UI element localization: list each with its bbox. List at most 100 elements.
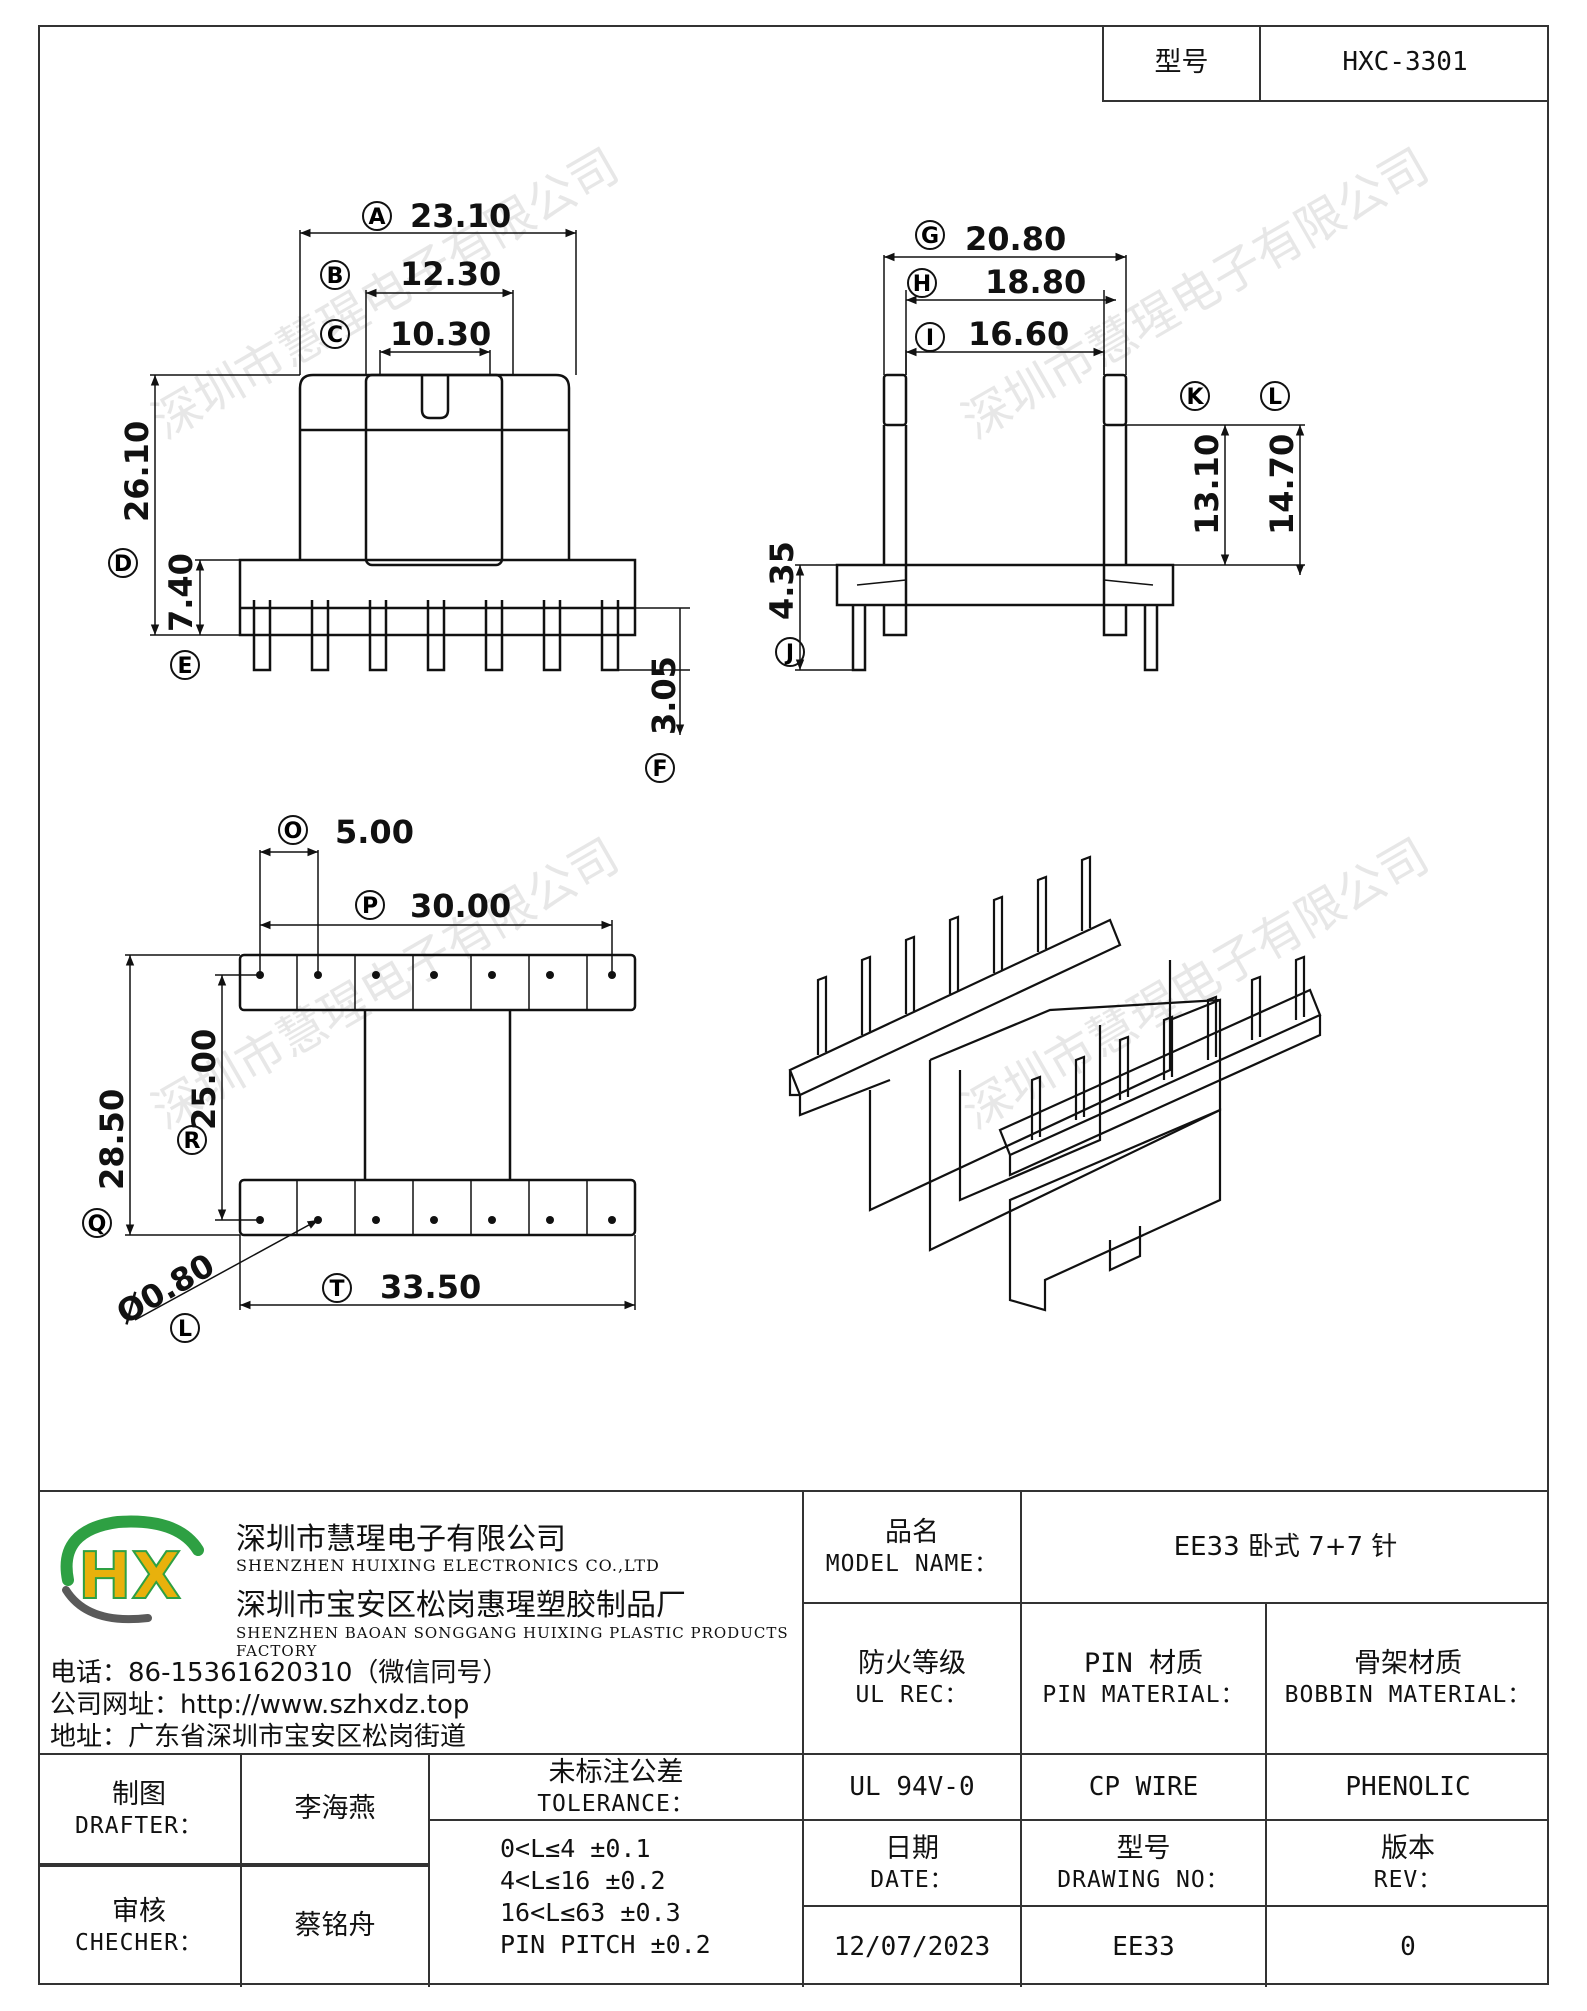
- dim-q-value: 28.50: [93, 1089, 131, 1190]
- dim-j-value: 4.35: [763, 541, 801, 620]
- drafter-label: 制图 DRAFTER：: [38, 1755, 242, 1865]
- drawing-no-label: 型号 DRAWING NO：: [1022, 1821, 1267, 1907]
- title-block-divider: [38, 1865, 430, 1867]
- dim-g-value: 20.80: [965, 220, 1066, 258]
- dim-b-value: 12.30: [400, 255, 501, 293]
- side-view: [795, 252, 1305, 672]
- front-view-base: [238, 558, 637, 637]
- factory-name-cn: 深圳市宝安区松岗惠瑆塑胶制品厂: [236, 1588, 686, 1623]
- circle-letter-r: R: [177, 1125, 207, 1155]
- bobbin-material-value: PHENOLIC: [1267, 1755, 1549, 1821]
- tolerance-line: 4<L≤16 ±0.2: [500, 1866, 666, 1895]
- model-box-value: HXC-3301: [1342, 47, 1468, 78]
- tolerance-list: 0<L≤4 ±0.1 4<L≤16 ±0.2 16<L≤63 ±0.3 PIN …: [430, 1821, 804, 1987]
- watermark-text: 深圳市慧瑆电子有限公司: [953, 828, 1438, 1141]
- svg-text:G: G: [921, 224, 939, 249]
- circle-letter-c: C: [320, 319, 350, 349]
- circle-letter-g: G: [915, 220, 945, 250]
- model-box-label: 型号: [1104, 25, 1261, 100]
- pin-material-value: CP WIRE: [1022, 1755, 1267, 1821]
- date-value: 12/07/2023: [804, 1907, 1022, 1987]
- dim-l2-value: Ø0.80: [110, 1246, 221, 1332]
- circle-letter-l: L: [1260, 381, 1290, 411]
- checker-label: 审核 CHECHER：: [38, 1865, 242, 1987]
- dim-h-value: 18.80: [985, 263, 1086, 301]
- dim-c-value: 10.30: [390, 315, 491, 353]
- isometric-pins: [816, 855, 1306, 1140]
- factory-name-en: SHENZHEN BAOAN SONGGANG HUIXING PLASTIC …: [236, 1624, 789, 1660]
- circle-letter-l2: L: [170, 1313, 200, 1343]
- company-logo: HX: [60, 1515, 204, 1624]
- dim-o-value: 5.00: [335, 813, 414, 851]
- circle-letter-h: H: [907, 268, 937, 298]
- tolerance-line: 0<L≤4 ±0.1: [500, 1834, 651, 1863]
- svg-text:Q: Q: [88, 1212, 107, 1237]
- svg-text:R: R: [184, 1129, 201, 1154]
- svg-text:D: D: [114, 552, 132, 577]
- circle-letter-p: P: [355, 890, 385, 920]
- drafter-name: 李海燕: [242, 1755, 430, 1865]
- circle-letter-q: Q: [82, 1208, 112, 1238]
- circle-letter-b: B: [320, 260, 350, 290]
- dim-t-value: 33.50: [380, 1268, 481, 1306]
- svg-text:F: F: [652, 757, 667, 782]
- svg-text:B: B: [327, 264, 344, 289]
- dim-f-value: 3.05: [645, 656, 683, 735]
- circle-letter-k: K: [1180, 381, 1210, 411]
- dim-k-value: 13.10: [1188, 434, 1226, 535]
- svg-text:E: E: [177, 654, 192, 679]
- circle-letter-group: A B C D E F G H I J K L O P Q R T L: [82, 201, 1290, 1343]
- model-name-label: 品名 MODEL NAME：: [804, 1492, 1022, 1604]
- svg-text:J: J: [784, 641, 794, 666]
- isometric-view: [788, 855, 1322, 1312]
- svg-text:H: H: [913, 272, 931, 297]
- svg-text:I: I: [926, 326, 934, 351]
- svg-text:L: L: [178, 1317, 192, 1342]
- checker-name: 蔡铭舟: [242, 1865, 430, 1987]
- drawing-frame: [38, 25, 1549, 1985]
- ul-rec-label: 防火等级 UL REC：: [804, 1604, 1022, 1755]
- svg-text:L: L: [1268, 385, 1282, 410]
- model-name-value: EE33 卧式 7+7 针: [1022, 1492, 1549, 1604]
- company-phone: 电话：86-15361620310（微信同号）: [50, 1658, 509, 1688]
- circle-letter-t: T: [322, 1273, 352, 1303]
- side-view-base: [835, 563, 1175, 607]
- rev-label: 版本 REV：: [1267, 1821, 1549, 1907]
- pin-material-label: PIN 材质 PIN MATERIAL：: [1022, 1604, 1267, 1755]
- tolerance-line: 16<L≤63 ±0.3: [500, 1898, 681, 1927]
- circle-letter-i: I: [915, 322, 945, 352]
- bobbin-material-label: 骨架材质 BOBBIN MATERIAL：: [1267, 1604, 1549, 1755]
- dim-a-value: 23.10: [410, 197, 511, 235]
- dim-l-value: 14.70: [1263, 434, 1301, 535]
- tolerance-line: PIN PITCH ±0.2: [500, 1930, 711, 1959]
- bottom-view-bottom-rail: [238, 1178, 637, 1237]
- drawing-no-value: EE33: [1022, 1907, 1267, 1987]
- company-info: HX 深圳市慧瑆电子有限公司 SHENZHEN HUIXING ELECTRON…: [38, 1492, 804, 1755]
- bottom-view: [125, 847, 637, 1321]
- company-name-cn: 深圳市慧瑆电子有限公司: [236, 1522, 566, 1557]
- svg-text:K: K: [1186, 385, 1204, 410]
- company-address: 地址：广东省深圳市宝安区松岗街道: [50, 1722, 467, 1752]
- date-label: 日期 DATE：: [804, 1821, 1022, 1907]
- front-view-pin-row: [252, 600, 620, 672]
- front-view-body: [298, 373, 571, 560]
- front-view-core-window: [364, 373, 504, 567]
- logo-text: HX: [78, 1540, 181, 1614]
- ul-rec-value: UL 94V-0: [804, 1755, 1022, 1821]
- circle-letter-j: J: [775, 637, 805, 667]
- circle-letter-e: E: [170, 650, 200, 680]
- side-view-pin: [1143, 605, 1159, 672]
- dim-r-value: 25.00: [185, 1029, 223, 1130]
- svg-text:C: C: [327, 323, 343, 348]
- svg-text:T: T: [329, 1277, 344, 1302]
- circle-letter-a: A: [362, 201, 392, 231]
- svg-text:O: O: [284, 819, 303, 844]
- dim-i-value: 16.60: [968, 315, 1069, 353]
- circle-letter-o: O: [278, 815, 308, 845]
- svg-text:A: A: [368, 205, 385, 230]
- watermark-text: 深圳市慧瑆电子有限公司: [143, 138, 628, 451]
- dim-e-value: 7.40: [162, 553, 200, 632]
- company-name-en: SHENZHEN HUIXING ELECTRONICS CO.,LTD: [236, 1556, 660, 1575]
- rev-value: 0: [1400, 1931, 1416, 1962]
- model-box: 型号 HXC-3301: [1102, 25, 1549, 102]
